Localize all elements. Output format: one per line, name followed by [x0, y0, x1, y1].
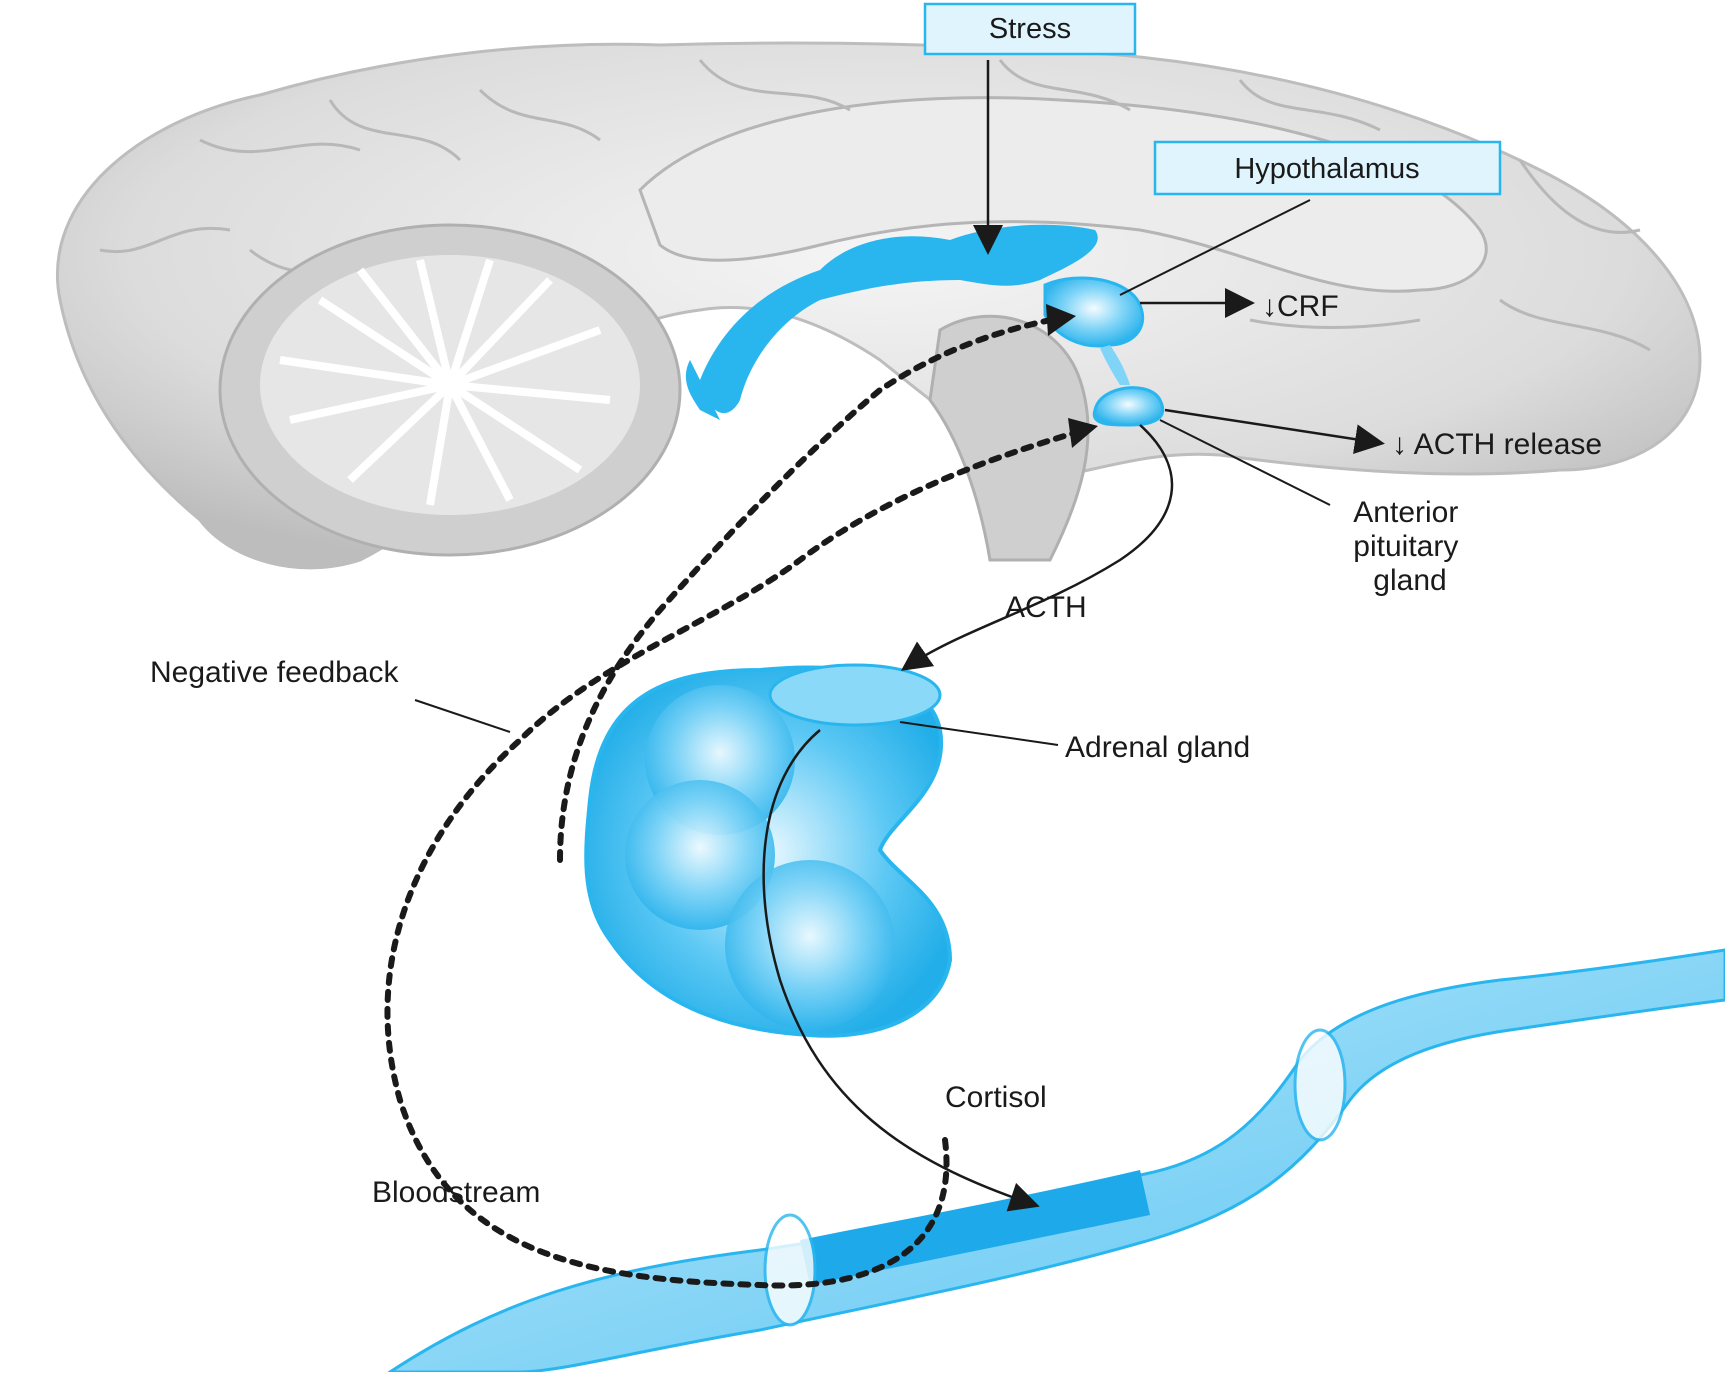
stress-label: Stress	[989, 13, 1071, 45]
anterior-pituitary-label: Anterior pituitary gland	[1353, 496, 1466, 597]
cerebellum	[220, 225, 680, 555]
bloodstream-label: Bloodstream	[372, 1176, 540, 1209]
anterior-pituitary-line-3: gland	[1373, 564, 1446, 597]
adrenal-gland-label: Adrenal gland	[1065, 731, 1250, 764]
crf-label: ↓CRF	[1262, 290, 1339, 323]
adrenal-gland-shape	[586, 665, 950, 1036]
negative-feedback-leader	[415, 700, 510, 732]
acth-label: ACTH	[1005, 591, 1087, 624]
blood-vessel	[390, 950, 1725, 1372]
acth-release-label: ↓ ACTH release	[1392, 428, 1602, 461]
anterior-pituitary-line-2: pituitary	[1353, 530, 1458, 563]
negative-feedback-label: Negative feedback	[150, 656, 399, 689]
hypothalamus-label: Hypothalamus	[1234, 153, 1419, 185]
anterior-pituitary-line-1: Anterior	[1353, 496, 1458, 529]
brain-illustration	[57, 43, 1700, 568]
cortisol-label: Cortisol	[945, 1081, 1047, 1114]
